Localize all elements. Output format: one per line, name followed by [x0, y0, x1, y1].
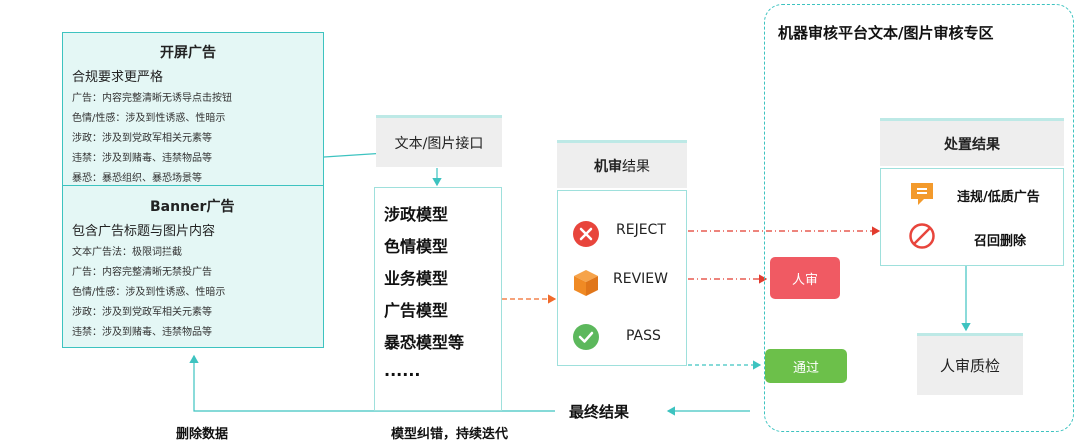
check-circle-icon	[573, 324, 599, 350]
banner-line: 违禁：涉及到赌毒、违禁物品等	[72, 327, 212, 338]
banner-line: 涉政：涉及到党政军相关元素等	[72, 307, 212, 318]
splash-subtitle: 合规要求更严格	[72, 70, 164, 85]
violation-label: 违规/低质广告	[957, 190, 1040, 205]
audit-zone-title: 机器审核平台文本/图片审核专区	[778, 24, 994, 42]
disposal-box	[880, 168, 1064, 266]
final-result-caption: 最终结果	[569, 403, 630, 421]
machine-result-title-bold: 机审	[594, 158, 622, 175]
review-label: REVIEW	[613, 271, 668, 287]
machine-result-title-rest: 结果	[622, 158, 650, 175]
splash-line: 涉政：涉及到党政军相关元素等	[72, 133, 212, 144]
banner-line: 广告：内容完整清晰无禁投广告	[72, 267, 212, 278]
disposal-header: 处置结果	[880, 118, 1064, 166]
arrow-final-to-source	[189, 354, 555, 412]
cube-icon	[574, 270, 598, 296]
pass-badge-label: 通过	[792, 360, 819, 376]
splash-line: 暴恐：暴恐组织、暴恐场景等	[72, 173, 202, 184]
recall-delete-label: 召回删除	[974, 234, 1027, 249]
banner-subtitle: 包含广告标题与图片内容	[72, 224, 216, 239]
splash-line: 广告：内容完整清晰无诱导点击按钮	[72, 93, 232, 104]
disposal-header-label: 处置结果	[944, 136, 1000, 153]
qc-box: 人审质检	[917, 333, 1023, 395]
splash-title: 开屏广告	[160, 45, 216, 61]
source-divider	[62, 185, 324, 186]
reject-label: REJECT	[616, 222, 666, 238]
model-item: 色情模型	[384, 237, 449, 256]
api-interface-box: 文本/图片接口	[376, 115, 502, 167]
banner-line: 色情/性感：涉及到性诱惑、性暗示	[72, 287, 226, 298]
api-interface-label: 文本/图片接口	[394, 135, 484, 152]
model-iteration-caption: 模型纠错，持续迭代	[391, 427, 509, 442]
banner-line: 文本广告法：极限词拦截	[72, 247, 182, 258]
arrow-source-to-api	[323, 148, 388, 159]
delete-data-caption: 删除数据	[176, 427, 229, 442]
x-circle-icon	[573, 221, 599, 247]
manual-review-label: 人审	[791, 272, 818, 288]
machine-result-header: 机审结果	[557, 140, 687, 188]
prohibit-icon	[909, 223, 935, 249]
splash-line: 色情/性感：涉及到性诱惑、性暗示	[72, 113, 226, 124]
models-box	[374, 187, 502, 411]
pass-badge: 通过	[765, 349, 847, 383]
source-ads-box	[62, 32, 324, 348]
model-item: 涉政模型	[384, 205, 449, 224]
pass-label: PASS	[626, 328, 661, 344]
model-item: ......	[384, 361, 421, 380]
qc-label: 人审质检	[939, 357, 1000, 375]
model-item: 广告模型	[384, 301, 449, 320]
splash-line: 违禁：涉及到赌毒、违禁物品等	[72, 153, 212, 164]
model-item: 暴恐模型等	[384, 333, 465, 352]
chat-bubble-icon	[911, 183, 933, 205]
audit-zone	[764, 4, 1074, 432]
manual-review-badge: 人审	[770, 257, 840, 299]
model-item: 业务模型	[384, 269, 449, 288]
banner-title: Banner广告	[150, 199, 235, 215]
